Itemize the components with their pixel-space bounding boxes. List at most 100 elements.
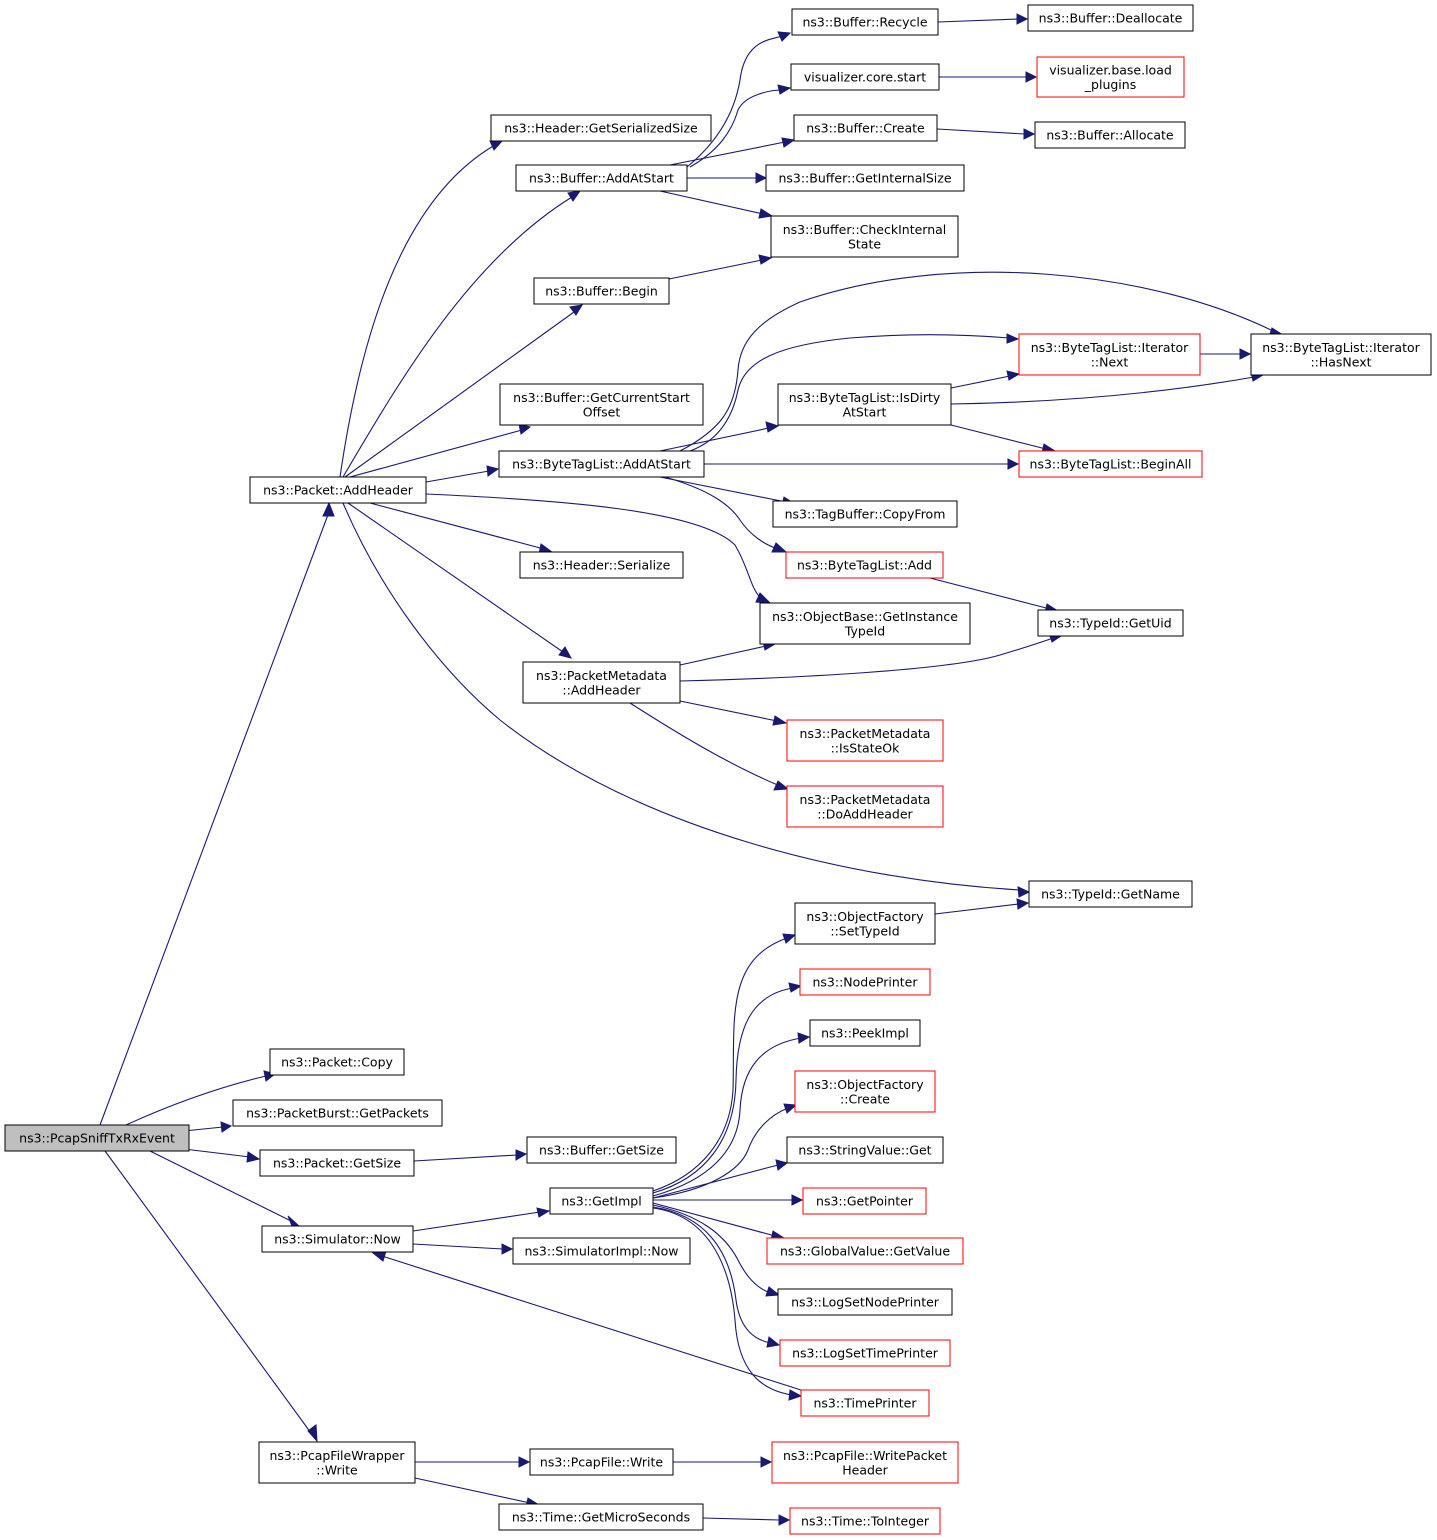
node-time-to-integer[interactable]: ns3::Time::ToInteger [789, 1507, 941, 1535]
edge-line [936, 128, 1026, 135]
call-nodes: ns3::PcapSniffTxRxEvent ns3::Packet::AddH… [4, 4, 1432, 1535]
node-buffer-deallocate[interactable]: ns3::Buffer::Deallocate [1027, 4, 1194, 32]
node-label: ns3::NodePrinter [812, 975, 918, 990]
node-object-factory-create[interactable]: ns3::ObjectFactory::Create [794, 1070, 936, 1113]
node-packet-copy[interactable]: ns3::Packet::Copy [269, 1048, 405, 1076]
node-byte-tag-list-iterator-next[interactable]: ns3::ByteTagList::Iterator::Next [1018, 333, 1201, 376]
edge-bytetaglist-isdirtyatstart-to-bytetaglist-iterator-hasnext [950, 371, 1265, 405]
node-peek-impl[interactable]: ns3::PeekImpl [809, 1019, 921, 1047]
node-header-serialize[interactable]: ns3::Header::Serialize [519, 551, 684, 579]
arrowhead-icon [220, 1121, 233, 1133]
node-box [777, 383, 952, 426]
edge-bytetaglist-addatstart-to-bytetaglist-isdirtyatstart [659, 421, 780, 452]
edge-line [652, 1164, 779, 1199]
node-time-get-micro-seconds[interactable]: ns3::Time::GetMicroSeconds [498, 1503, 704, 1531]
node-buffer-create[interactable]: ns3::Buffer::Create [793, 114, 938, 142]
node-label: ns3::ByteTagList::BeginAll [1030, 457, 1192, 472]
node-byte-tag-list-iterator-has-next[interactable]: ns3::ByteTagList::Iterator::HasNext [1250, 333, 1432, 376]
node-byte-tag-list-begin-all[interactable]: ns3::ByteTagList::BeginAll [1018, 450, 1203, 478]
edge-packetmetadata-addheader-to-objectbase-getinstancetypeid [679, 640, 777, 666]
node-label: ns3::PcapSniffTxRxEvent [19, 1131, 175, 1146]
node-time-printer[interactable]: ns3::TimePrinter [800, 1389, 930, 1417]
node-global-value-get-value[interactable]: ns3::GlobalValue::GetValue [766, 1237, 964, 1265]
node-buffer-add-at-start[interactable]: ns3::Buffer::AddAtStart [515, 164, 688, 192]
node-simulator-now[interactable]: ns3::Simulator::Now [261, 1225, 414, 1253]
arrowhead-icon [1016, 898, 1030, 910]
node-byte-tag-list-add[interactable]: ns3::ByteTagList::Add [785, 551, 944, 579]
arrowhead-icon [788, 982, 803, 993]
node-log-set-time-printer[interactable]: ns3::LogSetTimePrinter [779, 1339, 951, 1367]
node-buffer-allocate[interactable]: ns3::Buffer::Allocate [1034, 121, 1186, 149]
node-packet-add-header[interactable]: ns3::Packet::AddHeader [249, 476, 427, 504]
node-packet-metadata-is-state-ok[interactable]: ns3::PacketMetadata::IsStateOk [786, 719, 944, 762]
node-label: ::IsStateOk [831, 740, 901, 755]
node-box [1037, 609, 1184, 637]
node-box [533, 277, 670, 305]
edge-line [689, 334, 1010, 452]
node-buffer-begin[interactable]: ns3::Buffer::Begin [533, 277, 670, 305]
node-label: ::SetTypeId [830, 923, 899, 938]
edge-bytetaglist-addatstart-to-bytetaglist-beginall [704, 458, 1020, 470]
edge-line [669, 141, 786, 166]
edge-line [679, 271, 1276, 452]
arrowhead-icon [781, 137, 796, 148]
node-pcap-sniff-tx-rx-event[interactable]: ns3::PcapSniffTxRxEvent [4, 1124, 190, 1152]
node-packet-get-size[interactable]: ns3::Packet::GetSize [259, 1149, 415, 1177]
node-box [1027, 4, 1194, 32]
node-packet-metadata-add-header[interactable]: ns3::PacketMetadata::AddHeader [522, 661, 681, 704]
node-box [1018, 450, 1203, 478]
edge-pcapfile-write-to-pcapfile-writepacketheader [673, 1456, 773, 1468]
edge-line [689, 89, 783, 168]
edge-line [183, 1126, 224, 1132]
node-buffer-get-size[interactable]: ns3::Buffer::GetSize [526, 1136, 677, 1164]
node-get-pointer[interactable]: ns3::GetPointer [802, 1187, 927, 1215]
edge-buffer-recycle-to-buffer-deallocate [937, 13, 1029, 25]
arrowhead-icon [536, 1207, 551, 1218]
edge-pcapfilewrapper-write-to-time-getmicroseconds [414, 1477, 541, 1508]
edge-simulator-now-to-simulatorimpl-now [412, 1243, 514, 1255]
node-box [1250, 333, 1432, 376]
node-tag-buffer-copy-from[interactable]: ns3::TagBuffer::CopyFrom [772, 500, 958, 528]
node-label: ns3::ByteTagList::Iterator [1262, 340, 1420, 355]
arrowhead-icon [1006, 370, 1021, 381]
node-box [765, 164, 965, 192]
edge-line [934, 903, 1020, 915]
edge-packet-addheader-to-typeid-getname [342, 502, 1031, 898]
node-box [809, 1019, 921, 1047]
node-buffer-recycle[interactable]: ns3::Buffer::Recycle [791, 8, 939, 36]
node-get-impl[interactable]: ns3::GetImpl [549, 1187, 654, 1215]
node-simulator-impl-now[interactable]: ns3::SimulatorImpl::Now [512, 1237, 691, 1265]
node-string-value-get[interactable]: ns3::StringValue::Get [786, 1136, 944, 1164]
node-type-id-get-name[interactable]: ns3::TypeId::GetName [1028, 880, 1193, 908]
node-label: visualizer.core.start [804, 70, 926, 85]
node-type-id-get-uid[interactable]: ns3::TypeId::GetUid [1037, 609, 1184, 637]
node-object-factory-set-type-id[interactable]: ns3::ObjectFactory::SetTypeId [794, 902, 936, 945]
node-header-get-serialized-size[interactable]: ns3::Header::GetSerializedSize [490, 114, 712, 142]
node-pcap-file-write[interactable]: ns3::PcapFile::Write [529, 1448, 674, 1476]
node-packet-metadata-do-add-header[interactable]: ns3::PacketMetadata::DoAddHeader [786, 785, 944, 828]
edge-packet-addheader-to-objectbase-getinstancetypeid [425, 493, 772, 604]
node-pcap-file-wrapper-write[interactable]: ns3::PcapFileWrapper::Write [258, 1441, 416, 1484]
node-visualizer-core-start[interactable]: visualizer.core.start [790, 63, 940, 91]
edge-buffer-addatstart-to-buffer-recycle [686, 31, 792, 168]
edge-simulator-now-to-getimpl [412, 1207, 551, 1232]
node-node-printer[interactable]: ns3::NodePrinter [799, 968, 931, 996]
arrowhead-icon [1017, 886, 1031, 898]
node-byte-tag-list-add-at-start[interactable]: ns3::ByteTagList::AddAtStart [498, 450, 705, 478]
edge-line [629, 702, 781, 787]
node-visualizer-base-load-plugins[interactable]: visualizer.base.load_plugins [1036, 56, 1185, 98]
edge-line [659, 190, 764, 215]
node-buffer-get-internal-size[interactable]: ns3::Buffer::GetInternalSize [765, 164, 965, 192]
edge-getimpl-to-timeprinter [652, 1207, 803, 1401]
edge-line [125, 1075, 267, 1126]
node-log-set-node-printer[interactable]: ns3::LogSetNodePrinter [777, 1288, 953, 1316]
node-label: ns3::PcapFileWrapper [269, 1448, 405, 1463]
node-packet-burst-get-packets[interactable]: ns3::PacketBurst::GetPackets [232, 1099, 443, 1127]
edge-line [339, 144, 496, 478]
edge-packet-addheader-to-packetmetadata-addheader [347, 502, 572, 659]
